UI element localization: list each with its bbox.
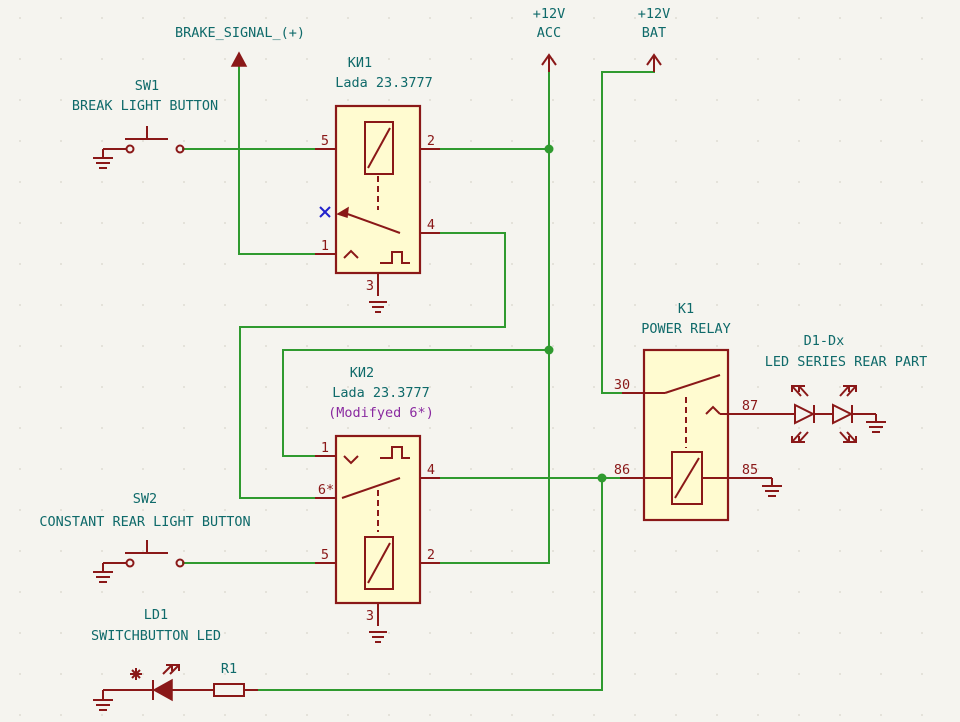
r1-ref: R1 bbox=[221, 661, 237, 677]
wires bbox=[182, 63, 655, 691]
ki1-ref: КИ1 bbox=[348, 55, 372, 71]
ld1-ref: LD1 bbox=[144, 607, 168, 623]
ki2-value: Lada 23.3777 bbox=[332, 385, 430, 401]
acc-voltage-label: +12V bbox=[533, 6, 566, 22]
k1-power-relay bbox=[620, 348, 782, 522]
junction-dot bbox=[597, 473, 607, 483]
k1-pin86: 86 bbox=[614, 462, 630, 478]
ki1-pin5: 5 bbox=[321, 133, 329, 149]
no-connect-marker bbox=[319, 206, 331, 218]
r1-resistor bbox=[213, 683, 258, 697]
k1-ref: K1 bbox=[678, 301, 694, 317]
sw2-value: CONSTANT REAR LIGHT BUTTON bbox=[39, 514, 250, 530]
brake-signal-flag bbox=[230, 51, 248, 67]
acc-power-arrow bbox=[541, 53, 557, 72]
sw1-value: BREAK LIGHT BUTTON bbox=[72, 98, 218, 114]
ld1-value: SWITCHBUTTON LED bbox=[91, 628, 221, 644]
ki2-pin1: 1 bbox=[321, 440, 329, 456]
ki2-pin3: 3 bbox=[366, 608, 374, 624]
d1-value: LED SERIES REAR PART bbox=[765, 354, 928, 370]
ki1-relay bbox=[315, 104, 440, 313]
ld1-led bbox=[93, 664, 214, 711]
brake-signal-label: BRAKE_SIGNAL_(+) bbox=[175, 25, 305, 41]
d1-ref: D1-Dx bbox=[804, 333, 845, 349]
ki1-pin3: 3 bbox=[366, 278, 374, 294]
ki1-pin2: 2 bbox=[427, 133, 435, 149]
ki1-pin4: 4 bbox=[427, 217, 435, 233]
ki1-pin1: 1 bbox=[321, 238, 329, 254]
ki2-modification-note: (Modifyed 6*) bbox=[328, 405, 434, 421]
ki2-pin2: 2 bbox=[427, 547, 435, 563]
ki2-pin5: 5 bbox=[321, 547, 329, 563]
acc-net-label: ACC bbox=[537, 25, 561, 41]
led-series bbox=[752, 385, 886, 443]
bat-net-label: BAT bbox=[642, 25, 666, 41]
k1-pin87: 87 bbox=[742, 398, 758, 414]
sw2-pushbutton bbox=[93, 540, 185, 583]
ki2-pin4: 4 bbox=[427, 462, 435, 478]
ki2-relay bbox=[315, 434, 440, 643]
sw2-ref: SW2 bbox=[133, 491, 157, 507]
bat-power-arrow bbox=[646, 53, 662, 72]
sw1-pushbutton bbox=[93, 126, 185, 169]
ki1-value: Lada 23.3777 bbox=[335, 75, 433, 91]
k1-pin30: 30 bbox=[614, 377, 630, 393]
sw1-ref: SW1 bbox=[135, 78, 159, 94]
junction-dot bbox=[544, 144, 554, 154]
ki2-pin6: 6* bbox=[318, 482, 334, 498]
bat-voltage-label: +12V bbox=[638, 6, 671, 22]
ki2-ref: КИ2 bbox=[350, 365, 374, 381]
grid-dots bbox=[19, 17, 923, 716]
k1-value: POWER RELAY bbox=[641, 321, 730, 337]
k1-pin85: 85 bbox=[742, 462, 758, 478]
junction-dot bbox=[544, 345, 554, 355]
